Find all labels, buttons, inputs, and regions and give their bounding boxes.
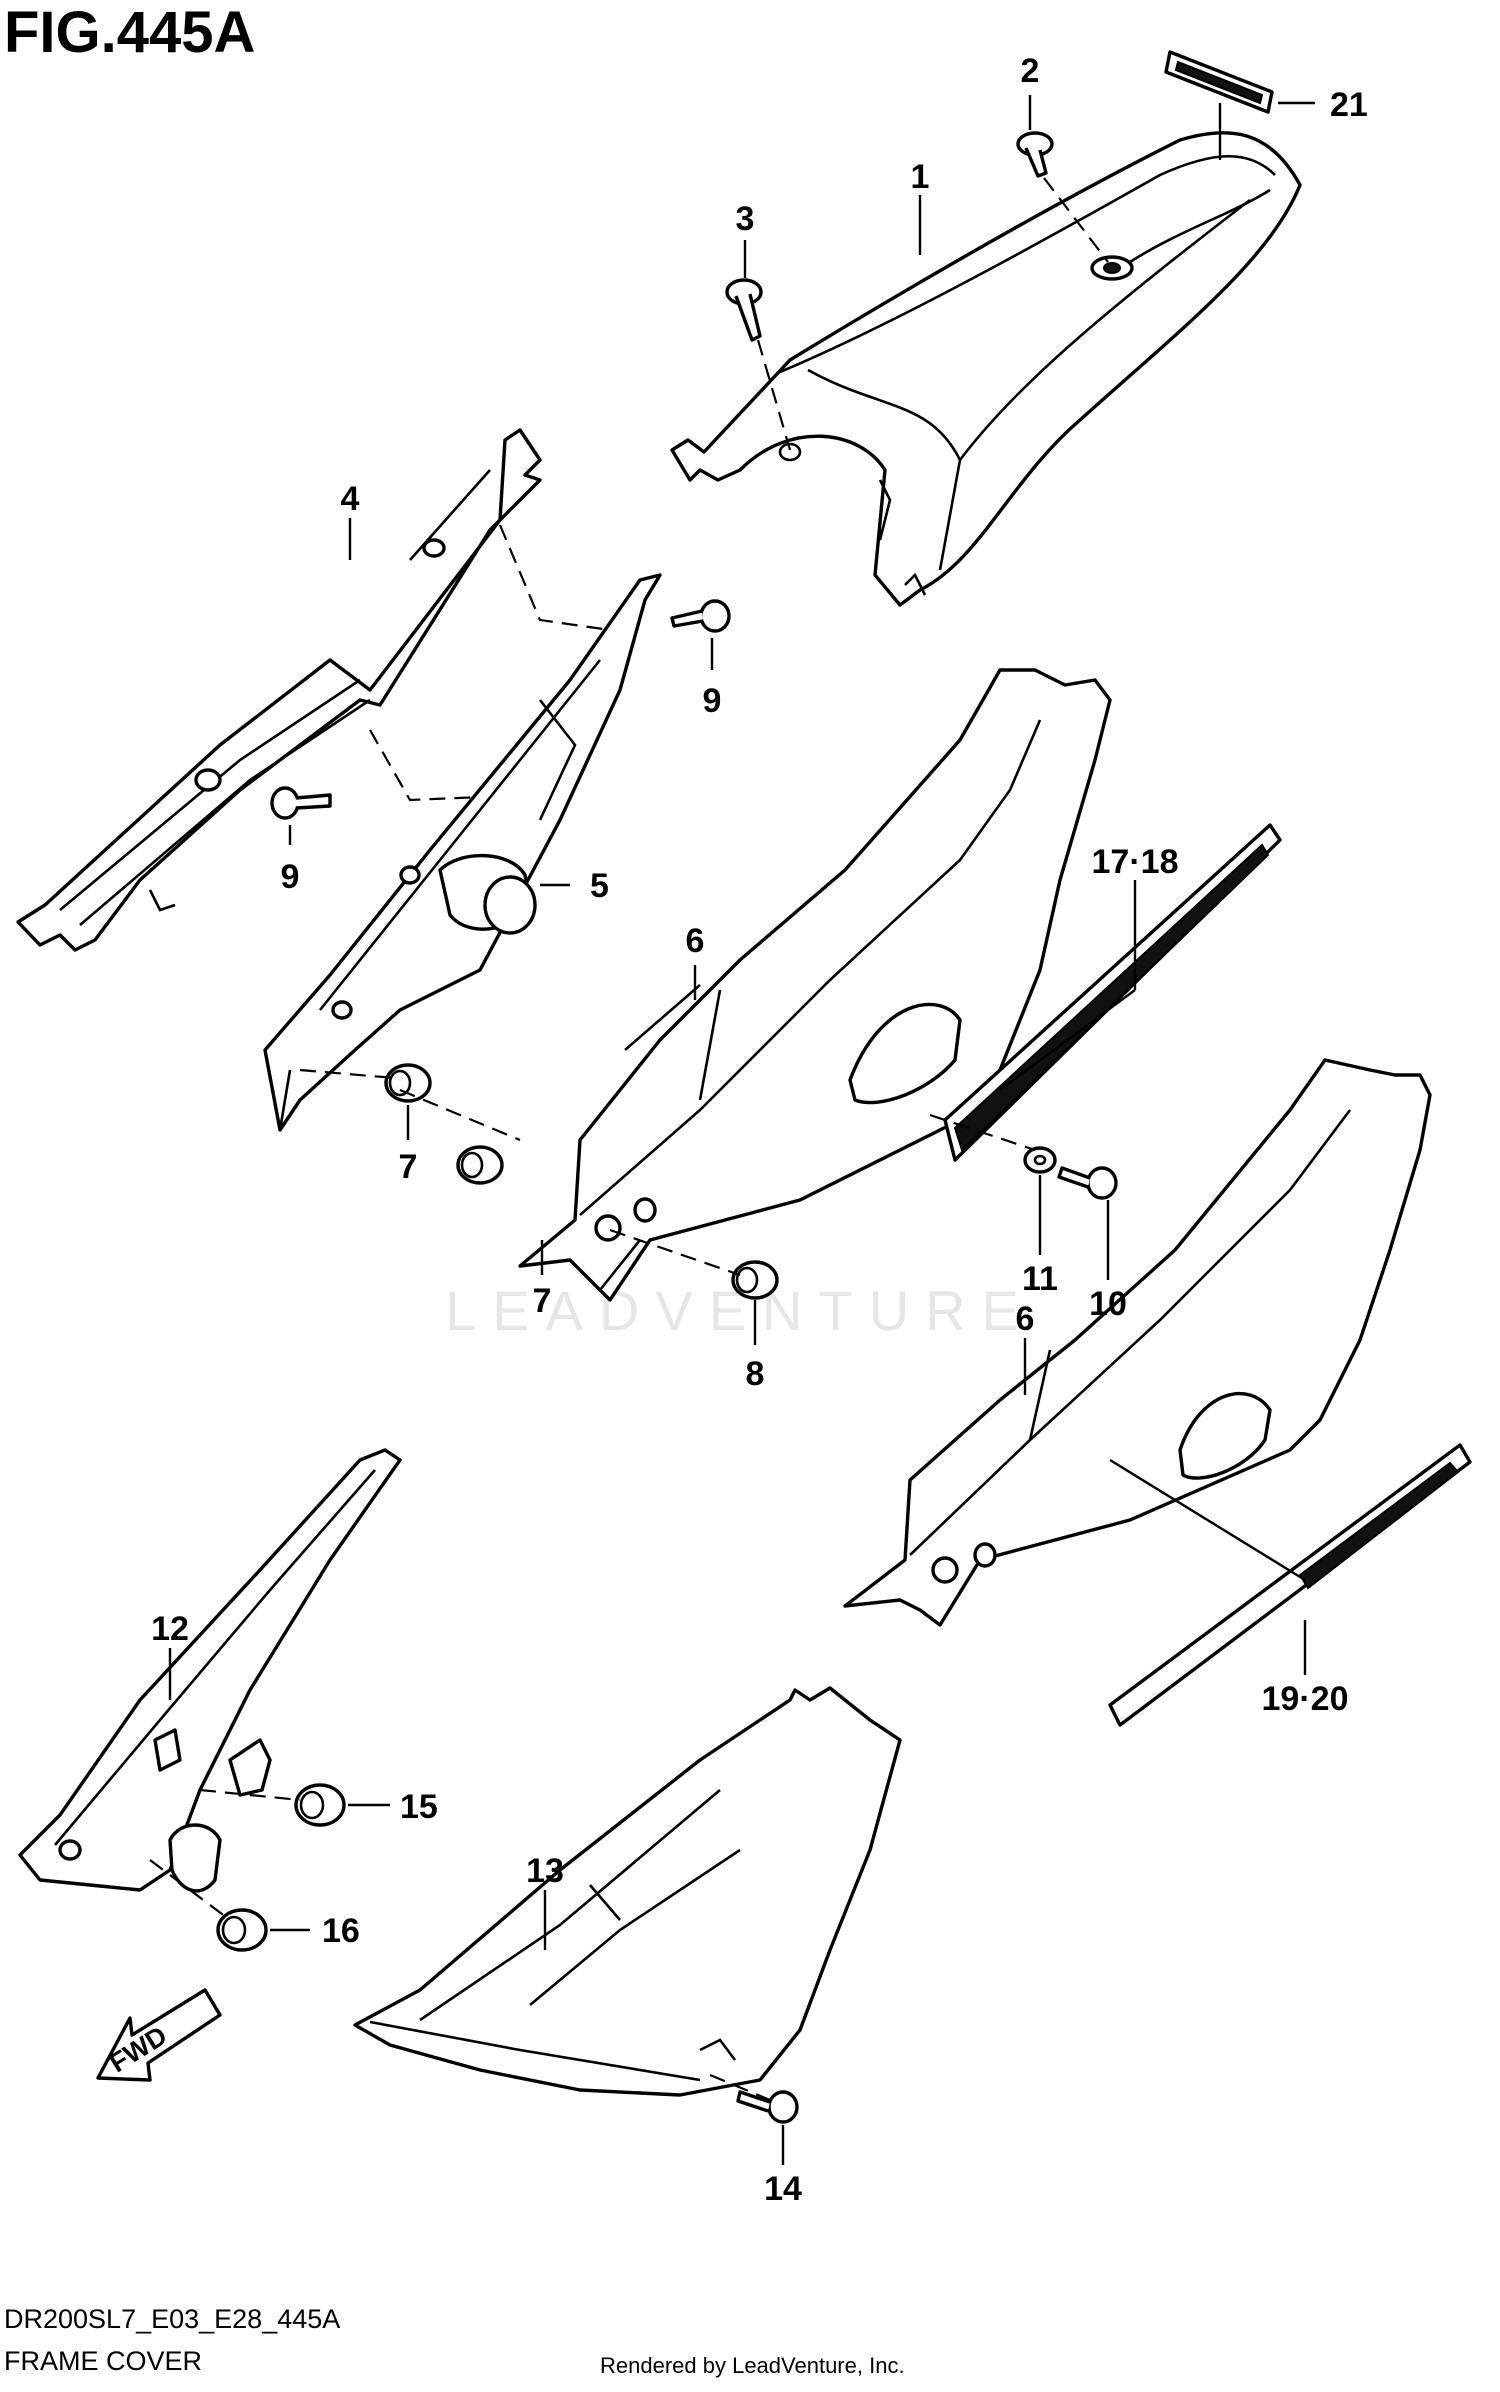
- callout-6-lower: 6: [1016, 1300, 1035, 1338]
- frame-cover-bracket-part-4: [16, 428, 611, 952]
- side-cover-part-13: [353, 1686, 902, 2097]
- emblem-part-21: [1164, 50, 1274, 114]
- callout-12: 12: [151, 1610, 189, 1648]
- callout-7-upper: 7: [399, 1148, 418, 1186]
- callout-7-lower: 7: [533, 1282, 552, 1320]
- screw-part-3: [725, 278, 792, 451]
- callout-10: 10: [1089, 1285, 1127, 1323]
- callout-2: 2: [1021, 52, 1040, 90]
- forward-direction-arrow: FWD: [96, 1988, 222, 2082]
- callout-5: 5: [590, 867, 609, 905]
- callout-11: 11: [1022, 1260, 1058, 1298]
- screw-part-10: [1057, 1166, 1118, 1200]
- frame-cover-part-6-upper: [518, 668, 1112, 1302]
- callout-13: 13: [526, 1852, 564, 1890]
- grommet-part-14: [294, 1783, 346, 1827]
- grommet-part-7-upper: [384, 1063, 432, 1103]
- callout-1: 1: [911, 158, 930, 196]
- callout-9-upper: 9: [703, 682, 722, 720]
- callout-8: 8: [746, 1355, 765, 1393]
- washer-part-11: [1023, 1146, 1057, 1174]
- callout-15: 16: [322, 1912, 360, 1950]
- screw-part-9-lower: [270, 786, 332, 820]
- screw-part-2: [1016, 131, 1109, 263]
- screw-part-9-upper: [670, 599, 731, 633]
- callout-14: 15: [400, 1788, 438, 1826]
- decal-part-19-20: [1108, 1443, 1472, 1727]
- figure-title: FIG.445A: [4, 0, 255, 65]
- callout-4: 4: [341, 480, 360, 518]
- screw-part-16: [736, 2090, 799, 2124]
- callout-21: 21: [1330, 86, 1368, 124]
- callout-17-18: 17·18: [1092, 843, 1179, 881]
- leader-lines: [149, 95, 1315, 2165]
- callout-3: 3: [736, 200, 755, 238]
- front-bracket-part-12: [18, 1448, 402, 1893]
- watermark: LEADVENTURE: [445, 1279, 1035, 1342]
- frame-cover-part-6-lower: [843, 1058, 1432, 1627]
- callout-16: 14: [764, 2170, 802, 2208]
- model-code: DR200SL7_E03_E28_445A: [4, 2304, 340, 2334]
- inner-bracket-part-5: [263, 573, 662, 1132]
- grommet-part-7-lower: [456, 1145, 504, 1185]
- grommet-part-15: [216, 1908, 268, 1952]
- decal-part-17-18: [943, 823, 1282, 1162]
- callout-19-20: 19·20: [1262, 1680, 1349, 1718]
- callout-6-upper: 6: [686, 922, 705, 960]
- figure-caption: FRAME COVER: [4, 2346, 202, 2376]
- rendered-by: Rendered by LeadVenture, Inc.: [600, 2353, 905, 2378]
- callout-labels: 21 2 1 3 4 9 9 5 6 17·18 7 7 8 11 10 6 1…: [151, 52, 1368, 2208]
- seat-tail-cowl-part-1: [670, 131, 1302, 607]
- grommet-part-8: [731, 1260, 779, 1300]
- callout-9-lower: 9: [281, 858, 300, 896]
